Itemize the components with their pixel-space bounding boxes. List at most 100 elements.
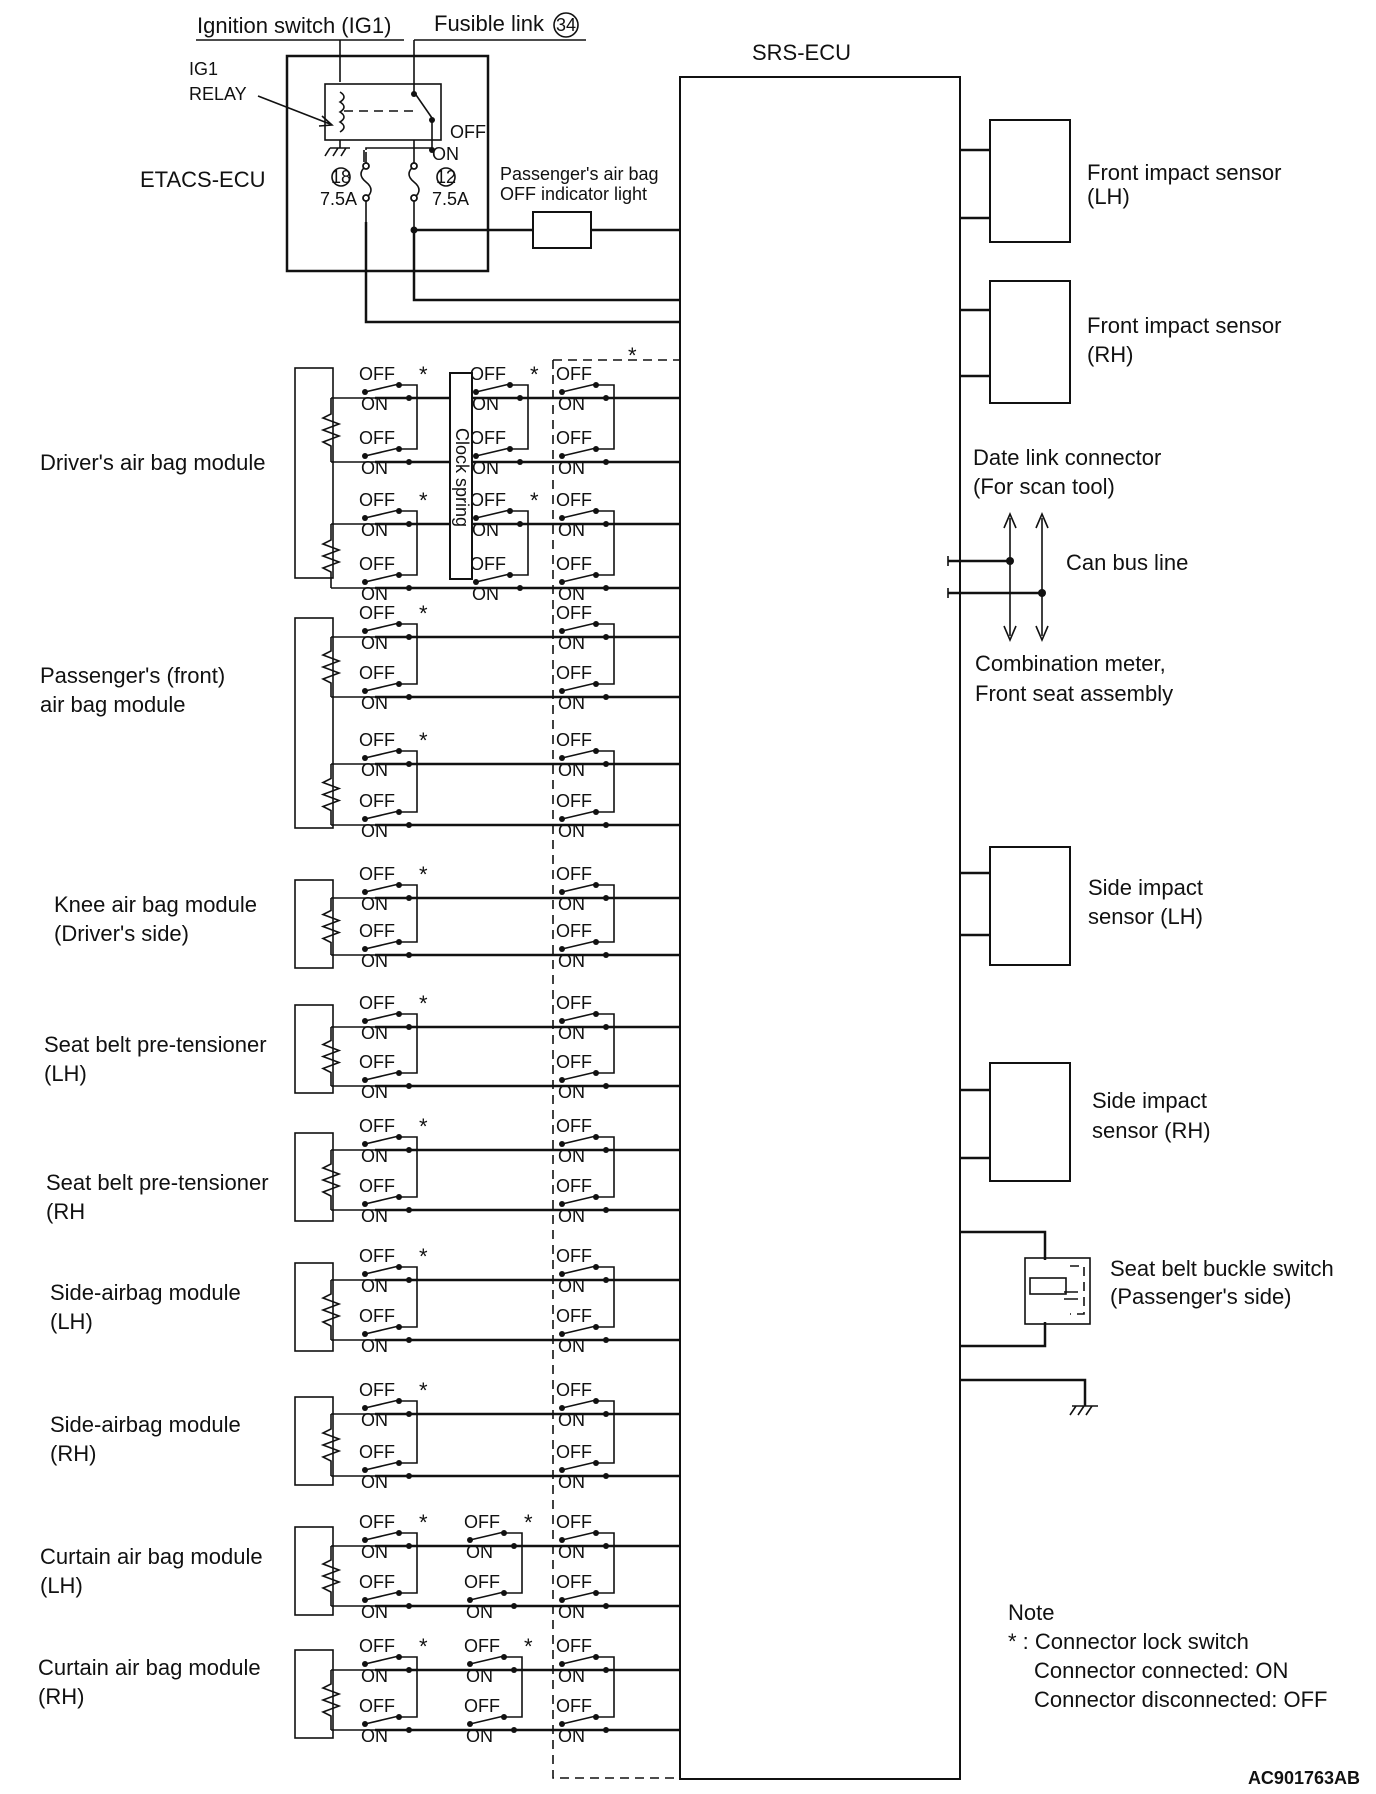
switch-on-label: ON (472, 520, 499, 540)
srs-ecu: SRS-ECU (679, 40, 961, 1780)
switch-on-label: ON (361, 1276, 388, 1296)
front-impact-sensor-lh-label-2: (LH) (1087, 184, 1130, 209)
ig1-relay-label-1: IG1 (189, 59, 218, 79)
data-link-label-2: (For scan tool) (973, 474, 1115, 499)
switch-on-label: ON (361, 584, 388, 604)
fuse-12-rating: 7.5A (432, 189, 469, 209)
switch-on-label: ON (558, 1336, 585, 1356)
switch-on-label: ON (466, 1726, 493, 1746)
fusible-link-label: Fusible link (434, 11, 545, 36)
figure-code: AC901763AB (1248, 1768, 1360, 1788)
lock-switch-star: * (530, 488, 539, 513)
airbag-module-9: OFFONOFFON*OFFONOFFON*OFFONOFFONCurtain … (38, 1634, 680, 1746)
module-label-line2: air bag module (40, 692, 186, 717)
buckle-switch-wires (960, 1230, 1047, 1348)
switch-on-label: ON (361, 520, 388, 540)
switch-off-label: OFF (359, 993, 395, 1013)
switch-off-label: OFF (359, 364, 395, 384)
module-label-line2: (LH) (50, 1309, 93, 1334)
switch-off-label: OFF (359, 554, 395, 574)
fuse-18-icon (360, 150, 372, 222)
switch-off-label: OFF (556, 1176, 592, 1196)
front-impact-sensor-rh-box (989, 280, 1071, 404)
switch-on-label: ON (558, 1726, 585, 1746)
switch-off-label: OFF (359, 1572, 395, 1592)
side-impact-sensor-lh-label-1: Side impact (1088, 875, 1203, 900)
module-label-line2: (Driver's side) (54, 921, 189, 946)
lock-switch-star: * (524, 1634, 533, 1659)
module-label-line1: Seat belt pre-tensioner (44, 1032, 267, 1057)
switch-on-label: ON (472, 584, 499, 604)
indicator-light-box (532, 211, 592, 249)
data-link-label-1: Date link connector (973, 445, 1161, 470)
indicator-label-1: Passenger's air bag (500, 164, 659, 184)
combination-meter-label-2: Front seat assembly (975, 681, 1173, 706)
module-label-line1: Driver's air bag module (40, 450, 266, 475)
clock-spring-box (449, 372, 473, 580)
switch-off-label: OFF (359, 730, 395, 750)
switch-on-label: ON (466, 1602, 493, 1622)
relay-on-label: ON (432, 144, 459, 164)
switch-on-label: ON (558, 760, 585, 780)
switch-on-label: ON (361, 1542, 388, 1562)
can-bus-lines (1009, 518, 1043, 636)
lock-switch-star: * (419, 1634, 428, 1659)
switch-off-label: OFF (359, 864, 395, 884)
switch-off-label: OFF (359, 663, 395, 683)
lock-switch-star: * (419, 862, 428, 887)
ig1-relay-arrow (257, 95, 334, 127)
switch-on-label: ON (361, 1666, 388, 1686)
switch-off-label: OFF (556, 921, 592, 941)
front-impact-sensor-lh-box (989, 119, 1071, 243)
switch-on-label: ON (558, 584, 585, 604)
module-label-line2: (RH) (38, 1684, 84, 1709)
switch-off-label: OFF (556, 554, 592, 574)
front-impact-sensor-rh-label-1: Front impact sensor (1087, 313, 1281, 338)
switch-on-label: ON (558, 1023, 585, 1043)
switch-off-label: OFF (470, 428, 506, 448)
switch-off-label: OFF (556, 490, 592, 510)
switch-off-label: OFF (359, 603, 395, 623)
side-impact-sensor-lh-label-2: sensor (LH) (1088, 904, 1203, 929)
ig1-relay-box (324, 83, 442, 141)
lock-switch-star: * (419, 1244, 428, 1269)
module-label-line2: (RH (46, 1199, 85, 1224)
switch-on-label: ON (558, 520, 585, 540)
relay-coil-icon (338, 91, 345, 133)
switch-on-label: ON (558, 1602, 585, 1622)
buckle-switch-box (1024, 1257, 1091, 1325)
ignition-switch-label: Ignition switch (IG1) (197, 13, 391, 38)
module-label-line2: (LH) (40, 1573, 83, 1598)
switch-on-label: ON (558, 693, 585, 713)
module-label-line1: Curtain air bag module (38, 1655, 261, 1680)
switch-on-label: ON (361, 633, 388, 653)
module-label-line1: Knee air bag module (54, 892, 257, 917)
lock-switch-star: * (419, 991, 428, 1016)
switch-on-label: ON (558, 633, 585, 653)
switch-off-label: OFF (359, 791, 395, 811)
switch-on-label: ON (361, 894, 388, 914)
switch-on-label: ON (361, 394, 388, 414)
switch-on-label: ON (361, 1146, 388, 1166)
switch-on-label: ON (558, 394, 585, 414)
switch-on-label: ON (361, 1023, 388, 1043)
module-label-line1: Seat belt pre-tensioner (46, 1170, 269, 1195)
note-line-3: Connector disconnected: OFF (1034, 1687, 1327, 1712)
lock-switch-star: * (419, 1378, 428, 1403)
ecu-connector-boundary (552, 359, 680, 1779)
can-bus-arrow-1 (1003, 511, 1017, 643)
fusible-link-leader (413, 39, 586, 82)
switch-off-label: OFF (556, 1636, 592, 1656)
lock-switch-star: * (419, 362, 428, 387)
switch-off-label: OFF (464, 1512, 500, 1532)
side-impact-sensor-rh-label-2: sensor (RH) (1092, 1118, 1211, 1143)
switch-off-label: OFF (359, 1696, 395, 1716)
ground-icon (1069, 1405, 1098, 1416)
switch-off-label: OFF (556, 1306, 592, 1326)
fuse18-feed-wire (364, 222, 680, 324)
fuse-12-number: 12 (436, 167, 456, 187)
